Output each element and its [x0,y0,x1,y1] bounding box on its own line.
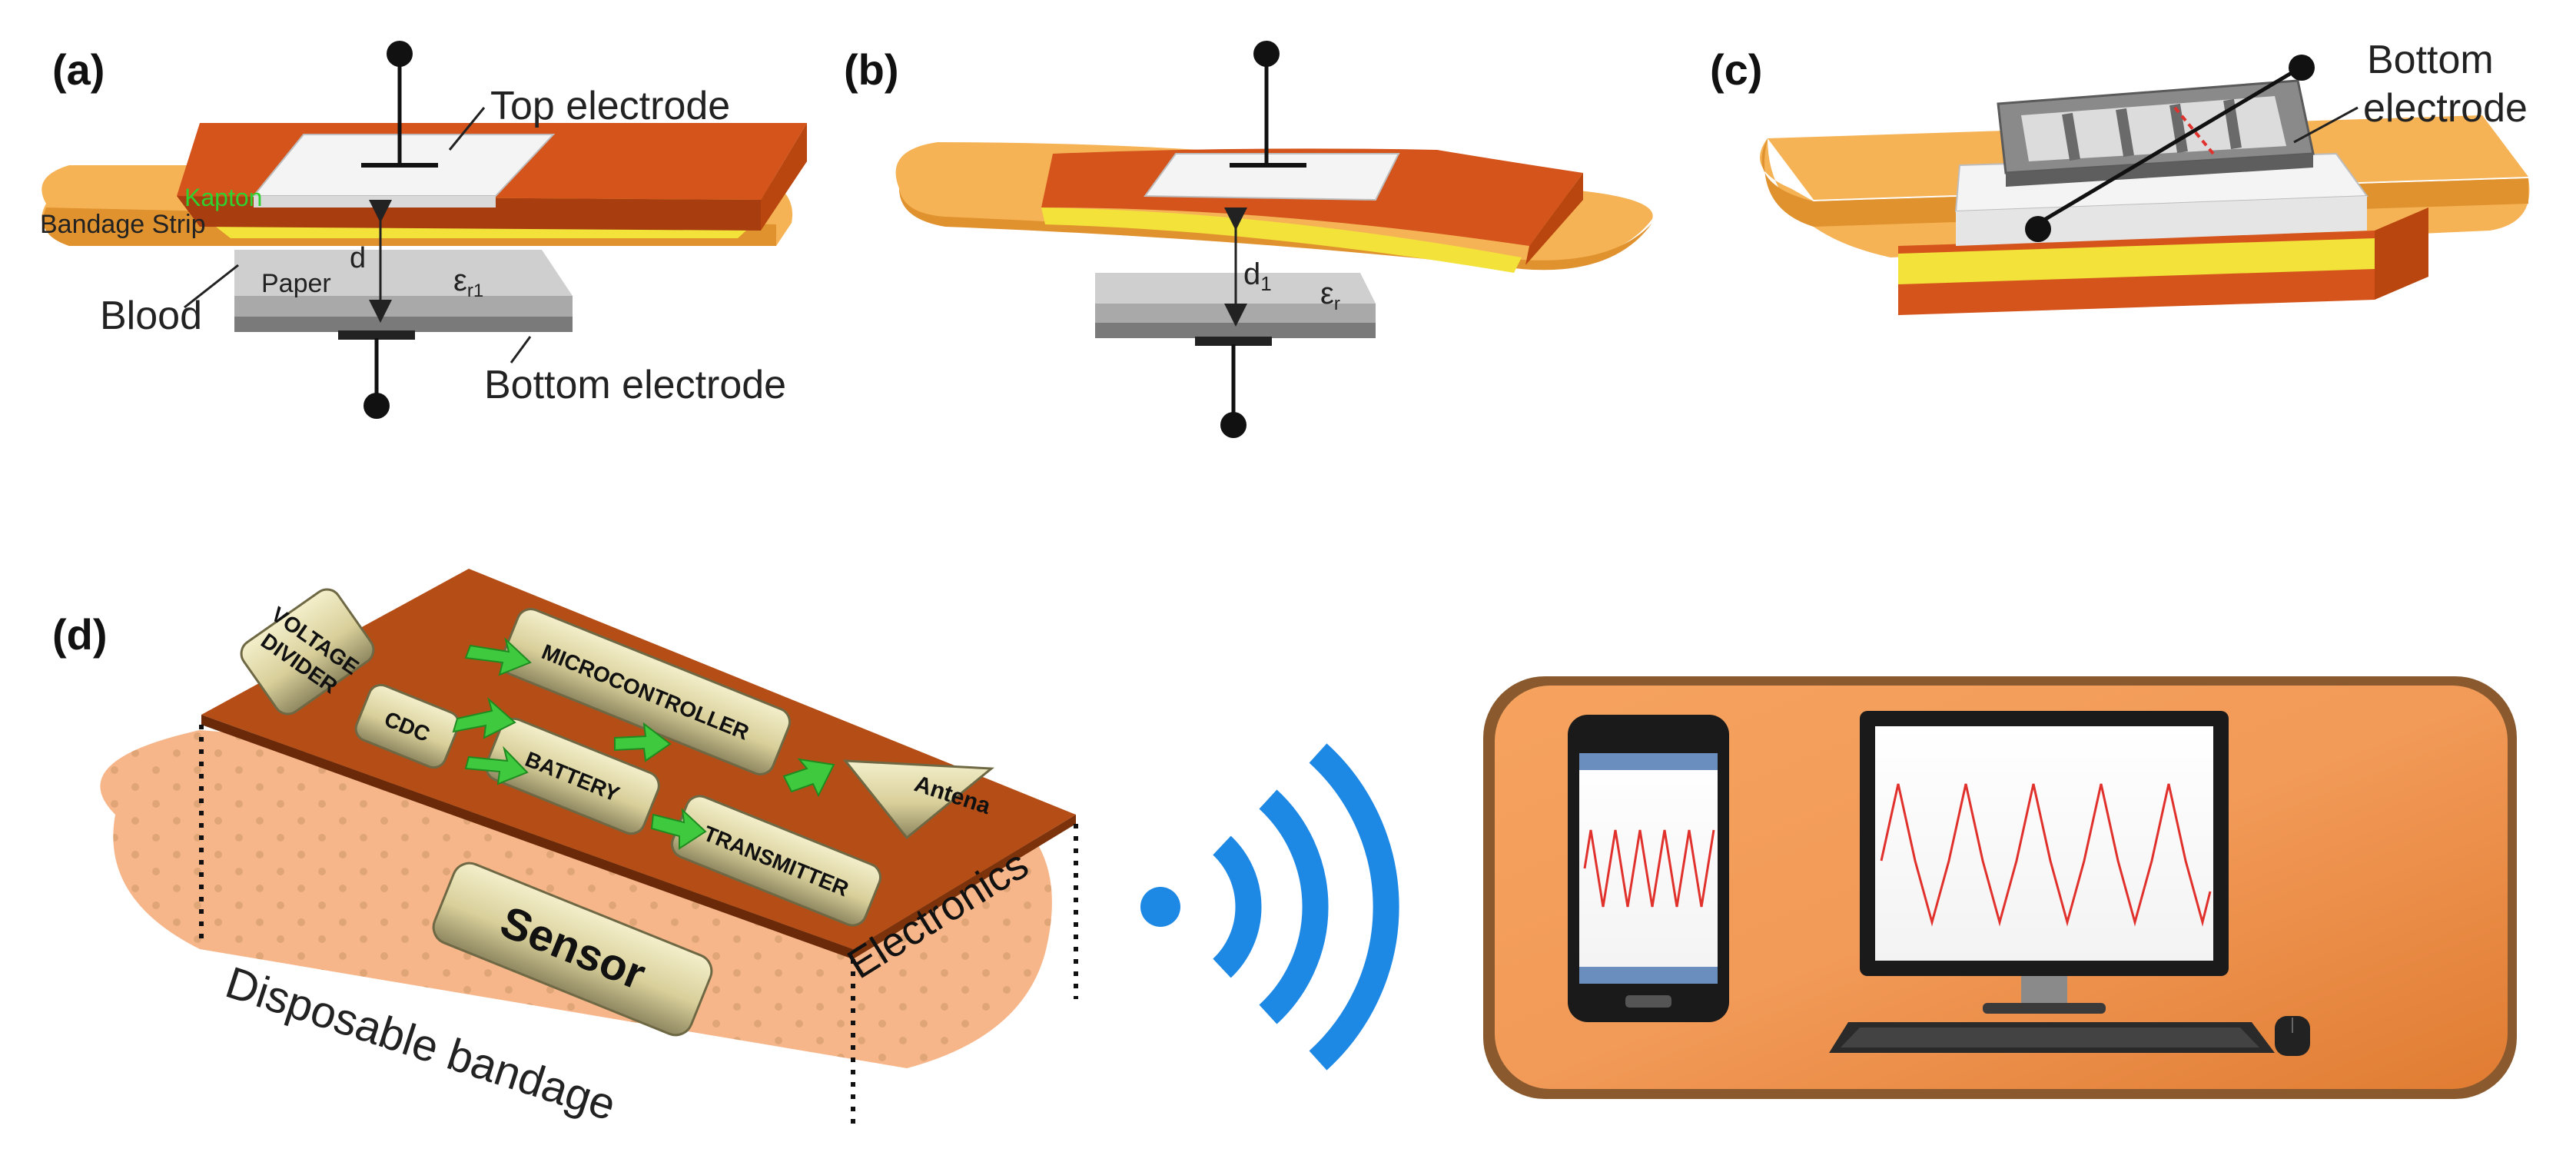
desktop-monitor [1860,711,2229,1014]
sine-wave-icon [1583,829,1715,908]
bottom-electrode-label-1: Bottom [2367,38,2494,82]
panel-a: (a) d Top electrode Kapton Bandage Strip… [40,41,807,419]
transmitter-chip: TRANSMITTER [671,795,881,927]
panel-c: (c) Bottom electrode [1710,38,2530,315]
battery-chip: BATTERY [485,717,660,835]
epsilon-label: εr1 [453,264,483,301]
panel-d: (d) VOLTAGE DIVIDER MICROCONTROLLER CDC [52,569,2517,1130]
panel-a-label: (a) [52,45,105,94]
bottom-electrode-label-2: electrode [2363,86,2528,131]
curved-top-electrode [1144,153,1400,201]
kapton-label: Kapton [184,184,262,211]
bottom-terminal [363,393,390,419]
interdigitated-electrode [1997,79,2315,187]
epsilon-r-label: εr [1320,277,1340,314]
b-bottom-terminal [1220,412,1247,438]
keyboard [1829,1022,2275,1053]
bandage-strip-label: Bandage Strip [40,210,206,239]
d1-label: d1 [1243,257,1272,295]
panel-c-label: (c) [1710,45,1762,94]
panel-d-label: (d) [52,610,108,659]
panel-b-label: (b) [844,45,899,94]
bottom-electrode-label: Bottom electrode [484,363,786,407]
smartphone [1568,715,1729,1022]
sine-wave-icon [1880,783,2212,927]
signal-arrows [452,636,835,850]
cdc-chip: CDC [354,683,460,769]
panel-b: (b) d1 εr [844,41,1653,438]
antenna-block: Antena [842,759,994,840]
bottom-electrode [234,317,573,332]
wifi-icon [1140,743,1399,1071]
top-terminal [387,41,413,67]
paper-layer [234,250,573,296]
c-terminal-2 [2025,216,2051,242]
blood-label: Blood [100,294,202,338]
top-electrode-label: Top electrode [490,84,730,128]
b-top-terminal [1253,41,1280,67]
paper-label: Paper [261,269,331,298]
electronics-board [201,569,1076,949]
d-label: d [350,242,366,274]
c-terminal-1 [2289,55,2315,81]
voltage-divider-chip: VOLTAGE DIVIDER [240,588,375,715]
mouse [2275,1016,2310,1056]
